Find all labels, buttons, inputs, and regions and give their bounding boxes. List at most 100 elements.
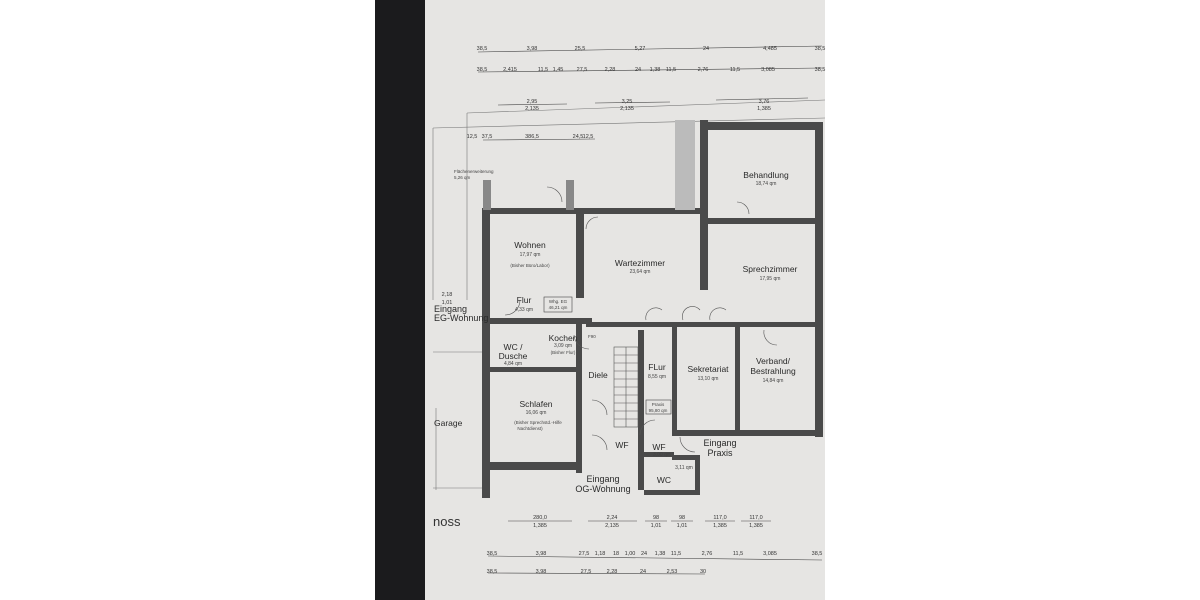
dim-opening-sub: 1,01 bbox=[677, 523, 688, 529]
room-flur-eg: Flur bbox=[517, 295, 532, 305]
area-verband: 14,84 qm bbox=[763, 378, 784, 384]
dim-top-row2: 27,5 bbox=[577, 67, 588, 73]
dim-top-row1: 3,98 bbox=[527, 46, 538, 52]
note-schlafen-2: Nachtdienst) bbox=[517, 426, 543, 431]
dim-bottom-row2: 30 bbox=[700, 569, 706, 575]
dim-top-row2: 38,5 bbox=[477, 67, 488, 73]
dim-top-row4: 12,5 bbox=[583, 134, 594, 140]
eingang-og-2: OG-Wohnung bbox=[575, 484, 630, 494]
dim-bottom-row1: 1,00 bbox=[625, 551, 636, 557]
dim-top-row2: 11,5 bbox=[538, 67, 548, 73]
dim-bottom-row2: 2,28 bbox=[607, 569, 618, 575]
praxis-box bbox=[645, 399, 672, 415]
dim-bottom-row1: 1,38 bbox=[655, 551, 666, 557]
dim-top-row3: 3,25 bbox=[622, 99, 633, 105]
dim-top-row2: 2,28 bbox=[605, 67, 616, 73]
dim-bottom-row1: 27,5 bbox=[579, 551, 590, 557]
dim-top-row1: 38,5 bbox=[815, 46, 826, 52]
dim-bottom-row1: 38,5 bbox=[487, 551, 498, 557]
dim-opening-sub: 1,385 bbox=[749, 523, 763, 529]
dim-top-row1: 38,5 bbox=[477, 46, 488, 52]
dim-top-row3-sub: 2,135 bbox=[620, 106, 634, 112]
dim-opening: 2,24 bbox=[607, 515, 618, 521]
note-wohnen: (Bisher Büro/Labor) bbox=[510, 263, 550, 268]
dim-opening-sub: 2,135 bbox=[605, 523, 619, 529]
note-kochen: (Bisher Flur) bbox=[551, 350, 576, 355]
area-sekretariat: 13,10 qm bbox=[698, 376, 719, 382]
dim-top-row3: 3,76 bbox=[759, 99, 770, 105]
eingang-eg-1: Eingang bbox=[434, 304, 467, 314]
dim-bottom-row1: 38,5 bbox=[812, 551, 823, 557]
dim-opening: 98 bbox=[653, 515, 659, 521]
dim-top-row4: 24,5 bbox=[573, 134, 584, 140]
staircase bbox=[613, 346, 639, 428]
label-praxis: Praxis bbox=[652, 402, 665, 407]
dim-bottom-row2: 2,53 bbox=[667, 569, 678, 575]
room-garage: Garage bbox=[434, 418, 463, 428]
room-sprechzimmer: Sprechzimmer bbox=[743, 264, 798, 274]
dim-bottom-row1: 11,5 bbox=[733, 551, 743, 557]
dim-top-row2: 2,415 bbox=[503, 67, 517, 73]
room-flur-praxis: FLur bbox=[648, 362, 666, 372]
room-wohnen: Wohnen bbox=[514, 240, 546, 250]
dim-top-row4: 386,5 bbox=[525, 134, 539, 140]
eingang-praxis-1: Eingang bbox=[703, 438, 736, 448]
dim-opening: 280,0 bbox=[533, 515, 547, 521]
room-wf-1: WF bbox=[615, 440, 628, 450]
whg-eg-box bbox=[543, 296, 573, 313]
dim-opening: 117,0 bbox=[749, 515, 762, 521]
area-behandlung: 18,74 qm bbox=[756, 181, 777, 187]
area-wf-2: 3,00 qm bbox=[653, 452, 671, 458]
dim-top-row4: 37,5 bbox=[482, 134, 493, 140]
dimension-lines bbox=[477, 45, 823, 575]
area-kochen: 3,09 qm bbox=[554, 343, 572, 349]
dim-top-row3-sub: 2,135 bbox=[525, 106, 539, 112]
note-schlafen-1: (Bisher Sprechstd.-Hilfe bbox=[514, 420, 562, 425]
dim-bottom-row1: 3,085 bbox=[763, 551, 777, 557]
area-flur-eg: 4,33 qm bbox=[515, 307, 533, 313]
dim-bottom-row1: 18 bbox=[613, 551, 619, 557]
room-schlafen: Schlafen bbox=[519, 399, 552, 409]
room-verband-1: Verband/ bbox=[756, 356, 791, 366]
area-sprechzimmer: 17,95 qm bbox=[760, 276, 781, 282]
area-wartezimmer: 23,64 qm bbox=[630, 269, 651, 275]
dim-top-row1: 5,27 bbox=[635, 46, 646, 52]
dim-bottom-row2: 27,5 bbox=[581, 569, 592, 575]
dim-top-row2: 1,38 bbox=[650, 67, 661, 73]
room-verband-2: Bestrahlung bbox=[750, 366, 796, 376]
eingang-eg-2: EG-Wohnung bbox=[434, 313, 488, 323]
room-wartezimmer: Wartezimmer bbox=[615, 258, 665, 268]
area-praxis: 95,80 qm bbox=[649, 408, 668, 413]
dim-top-row2: 11,5 bbox=[730, 67, 740, 73]
dim-bottom-row1: 2,76 bbox=[702, 551, 713, 557]
dim-opening: 117,0 bbox=[713, 515, 726, 521]
room-behandlung: Behandlung bbox=[743, 170, 789, 180]
area-wohnen: 17,97 qm bbox=[520, 252, 541, 258]
eingang-og-1: Eingang bbox=[586, 474, 619, 484]
dim-top-row2: 2,76 bbox=[698, 67, 709, 73]
dim-opening: 98 bbox=[679, 515, 685, 521]
left-dim-2: 1,01 bbox=[442, 300, 453, 306]
room-wc-dusche-2: Dusche bbox=[499, 351, 528, 361]
door-swings bbox=[504, 186, 778, 453]
area-erweiterung: 5,26 qm bbox=[454, 175, 471, 180]
label-whg-eg: Whg. EG bbox=[549, 299, 568, 304]
floor-plan-paper bbox=[425, 0, 825, 600]
dim-bottom-row2: 3,98 bbox=[536, 569, 547, 575]
area-schlafen: 16,06 qm bbox=[526, 410, 547, 416]
dim-top-row2: 1,45 bbox=[553, 67, 564, 73]
dim-bottom-row1: 3,98 bbox=[536, 551, 547, 557]
room-diele: Diele bbox=[588, 370, 608, 380]
dim-bottom-row1: 11,5 bbox=[671, 551, 681, 557]
label-f90: F90 bbox=[588, 334, 596, 339]
dim-top-row1: 4,485 bbox=[763, 46, 777, 52]
dim-bottom-row1: 1,18 bbox=[595, 551, 606, 557]
dim-top-row2: 38,5 bbox=[815, 67, 826, 73]
left-dim-1: 2,18 bbox=[442, 292, 453, 298]
area-wc: 3,11 qm bbox=[675, 465, 693, 471]
area-wc-dusche: 4,84 qm bbox=[504, 361, 522, 367]
room-wf-2: WF bbox=[652, 442, 665, 452]
dim-top-row4: 12,5 bbox=[467, 134, 478, 140]
